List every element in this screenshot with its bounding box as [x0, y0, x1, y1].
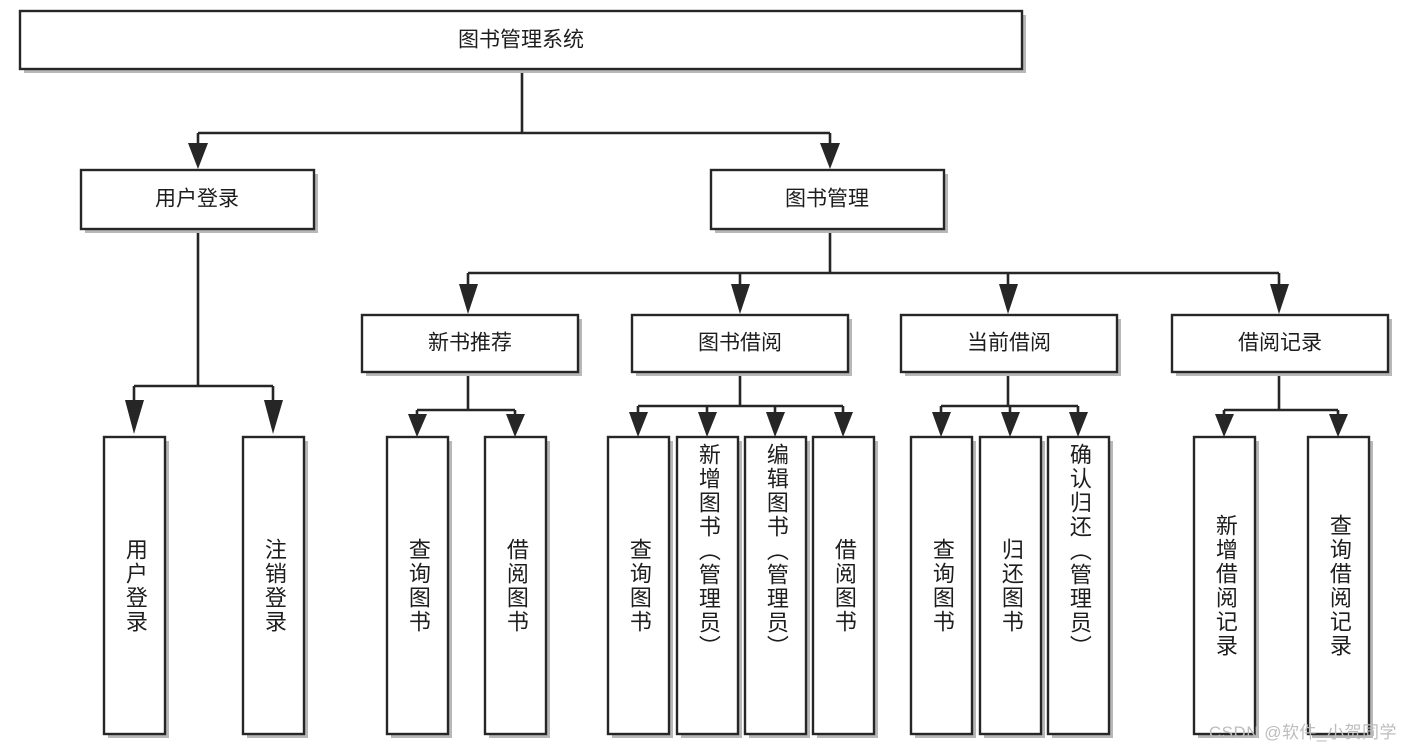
node-leaf-query-record-box[interactable]	[1306, 435, 1371, 736]
node-user-login-box[interactable]	[79, 168, 316, 231]
arrowhead-leaf-query-book-1	[408, 414, 427, 437]
arrowhead-leaf-edit-book	[766, 412, 785, 437]
connector-group	[125, 70, 1348, 437]
arrowhead-leaf-query-book-3	[932, 412, 951, 437]
horizontal-labels: 图书管理系统 用户登录 图书管理 新书推荐 图书借阅 当前借阅 借阅记录	[155, 29, 1322, 355]
node-leaf-query-book-2-box[interactable]	[606, 435, 671, 736]
arrowhead-leaf-borrow-book-1	[506, 414, 525, 437]
node-new-book-recommend-box[interactable]	[360, 313, 580, 374]
arrowhead-leaf-add-book	[698, 412, 717, 437]
node-book-management-box[interactable]	[709, 168, 946, 231]
node-book-borrow-label: 图书借阅	[698, 332, 782, 355]
node-root-box[interactable]	[18, 9, 1024, 71]
node-leaf-confirm-return-box[interactable]	[1046, 435, 1111, 736]
arrowhead-leaf-add-record	[1215, 414, 1234, 437]
node-boxes	[18, 9, 1392, 738]
arrowhead-current-borrow	[999, 284, 1018, 314]
node-leaf-borrow-book-1-box[interactable]	[483, 435, 548, 736]
node-leaf-borrow-book-2-box[interactable]	[811, 435, 876, 736]
node-current-borrow-box[interactable]	[899, 313, 1119, 374]
node-root-label: 图书管理系统	[458, 29, 584, 52]
arrowhead-user-login	[188, 143, 208, 169]
node-leaf-user-login-box[interactable]	[102, 435, 167, 736]
node-new-book-recommend-label: 新书推荐	[428, 332, 512, 355]
node-leaf-query-book-3-box[interactable]	[909, 435, 974, 736]
node-leaf-add-record-box[interactable]	[1192, 435, 1257, 736]
csdn-watermark: CSDN @软件_小贺同学	[1208, 723, 1397, 742]
arrowhead-leaf-confirm-return	[1069, 412, 1088, 437]
arrowhead-borrow-records	[1270, 284, 1289, 314]
node-user-login-label: 用户登录	[155, 188, 239, 211]
arrowhead-leaf-user-login	[125, 400, 144, 434]
node-leaf-add-book-box[interactable]	[675, 435, 740, 736]
arrowhead-book-borrow	[731, 284, 750, 314]
node-leaf-return-book-box[interactable]	[978, 435, 1043, 736]
arrowhead-leaf-query-book-2	[629, 412, 648, 437]
arrowhead-leaf-logout	[264, 400, 283, 434]
node-borrow-records-label: 借阅记录	[1238, 332, 1322, 355]
node-leaf-edit-book-box[interactable]	[743, 435, 808, 736]
arrowhead-leaf-borrow-book-2	[834, 412, 853, 437]
arrowhead-leaf-return-book	[1001, 412, 1020, 437]
arrowhead-book-management	[820, 143, 840, 169]
node-current-borrow-label: 当前借阅	[967, 332, 1051, 355]
node-leaf-query-book-1-box[interactable]	[385, 435, 450, 736]
node-book-management-label: 图书管理	[785, 188, 869, 211]
arrowhead-leaf-query-record	[1329, 414, 1348, 437]
arrowhead-new-book-recommend	[459, 284, 478, 314]
node-borrow-records-box[interactable]	[1170, 313, 1390, 374]
node-book-borrow-box[interactable]	[630, 313, 850, 374]
node-leaf-logout-box[interactable]	[241, 435, 306, 736]
